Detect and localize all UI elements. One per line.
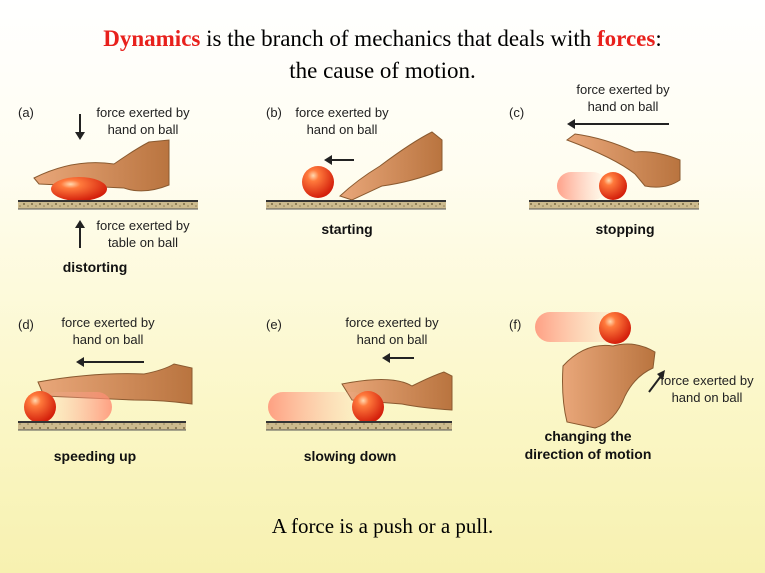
panel-tag: (e) bbox=[266, 317, 282, 332]
panel-e-slowing-down: (e) force exerted by hand on ball slowin… bbox=[262, 312, 512, 492]
force-label-hand: force exerted by hand on ball bbox=[295, 105, 389, 137]
panel-tag: (d) bbox=[18, 317, 34, 332]
caption-slowing-down: slowing down bbox=[303, 448, 397, 464]
title-line-1: Dynamics is the branch of mechanics that… bbox=[0, 26, 765, 52]
force-label-hand: force exerted by hand on ball bbox=[576, 82, 670, 114]
title-keyword-dynamics: Dynamics bbox=[103, 26, 201, 51]
speeding-up-illustration bbox=[18, 357, 193, 431]
force-label-hand: force exerted by hand on ball bbox=[61, 315, 155, 347]
slowing-down-illustration bbox=[266, 353, 453, 431]
panel-b-starting: (b) force exerted by hand on ball starti… bbox=[262, 100, 512, 280]
title-keyword-forces: forces bbox=[597, 26, 656, 51]
panel-tag: (a) bbox=[18, 105, 34, 120]
title-text: is the branch of mechanics that deals wi… bbox=[200, 26, 598, 51]
footer-statement: A force is a push or a pull. bbox=[271, 514, 494, 538]
title-colon: : bbox=[655, 26, 662, 51]
title-line-2: the cause of motion. bbox=[289, 58, 476, 83]
panel-d-speeding-up: (d) force exerted by hand on ball speedi… bbox=[14, 312, 264, 492]
force-label-hand: force exerted by hand on ball bbox=[96, 105, 190, 137]
changing-direction-illustration bbox=[535, 312, 665, 429]
panel-tag: (c) bbox=[509, 105, 525, 120]
distorting-illustration bbox=[18, 114, 198, 248]
panel-c-stopping: (c) force exerted by hand on ball stoppi… bbox=[505, 82, 755, 280]
caption-changing-direction: changing the direction of motion bbox=[524, 428, 652, 462]
caption-distorting: distorting bbox=[62, 259, 128, 275]
force-label-table: force exerted by table on ball bbox=[96, 218, 190, 250]
caption-starting: starting bbox=[321, 221, 373, 237]
caption-stopping: stopping bbox=[595, 221, 655, 237]
panel-a-distorting: (a) force exerted by hand on ball force … bbox=[14, 100, 264, 280]
panel-f-changing-direction: (f) force exerted by hand on ball changi… bbox=[505, 312, 755, 492]
force-label-hand: force exerted by hand on ball bbox=[345, 315, 439, 347]
starting-illustration bbox=[266, 131, 446, 210]
panel-tag: (b) bbox=[266, 105, 282, 120]
panel-tag: (f) bbox=[509, 317, 522, 332]
force-label-hand: force exerted by hand on ball bbox=[660, 373, 754, 405]
stopping-illustration bbox=[529, 119, 699, 210]
caption-speeding-up: speeding up bbox=[53, 448, 137, 464]
